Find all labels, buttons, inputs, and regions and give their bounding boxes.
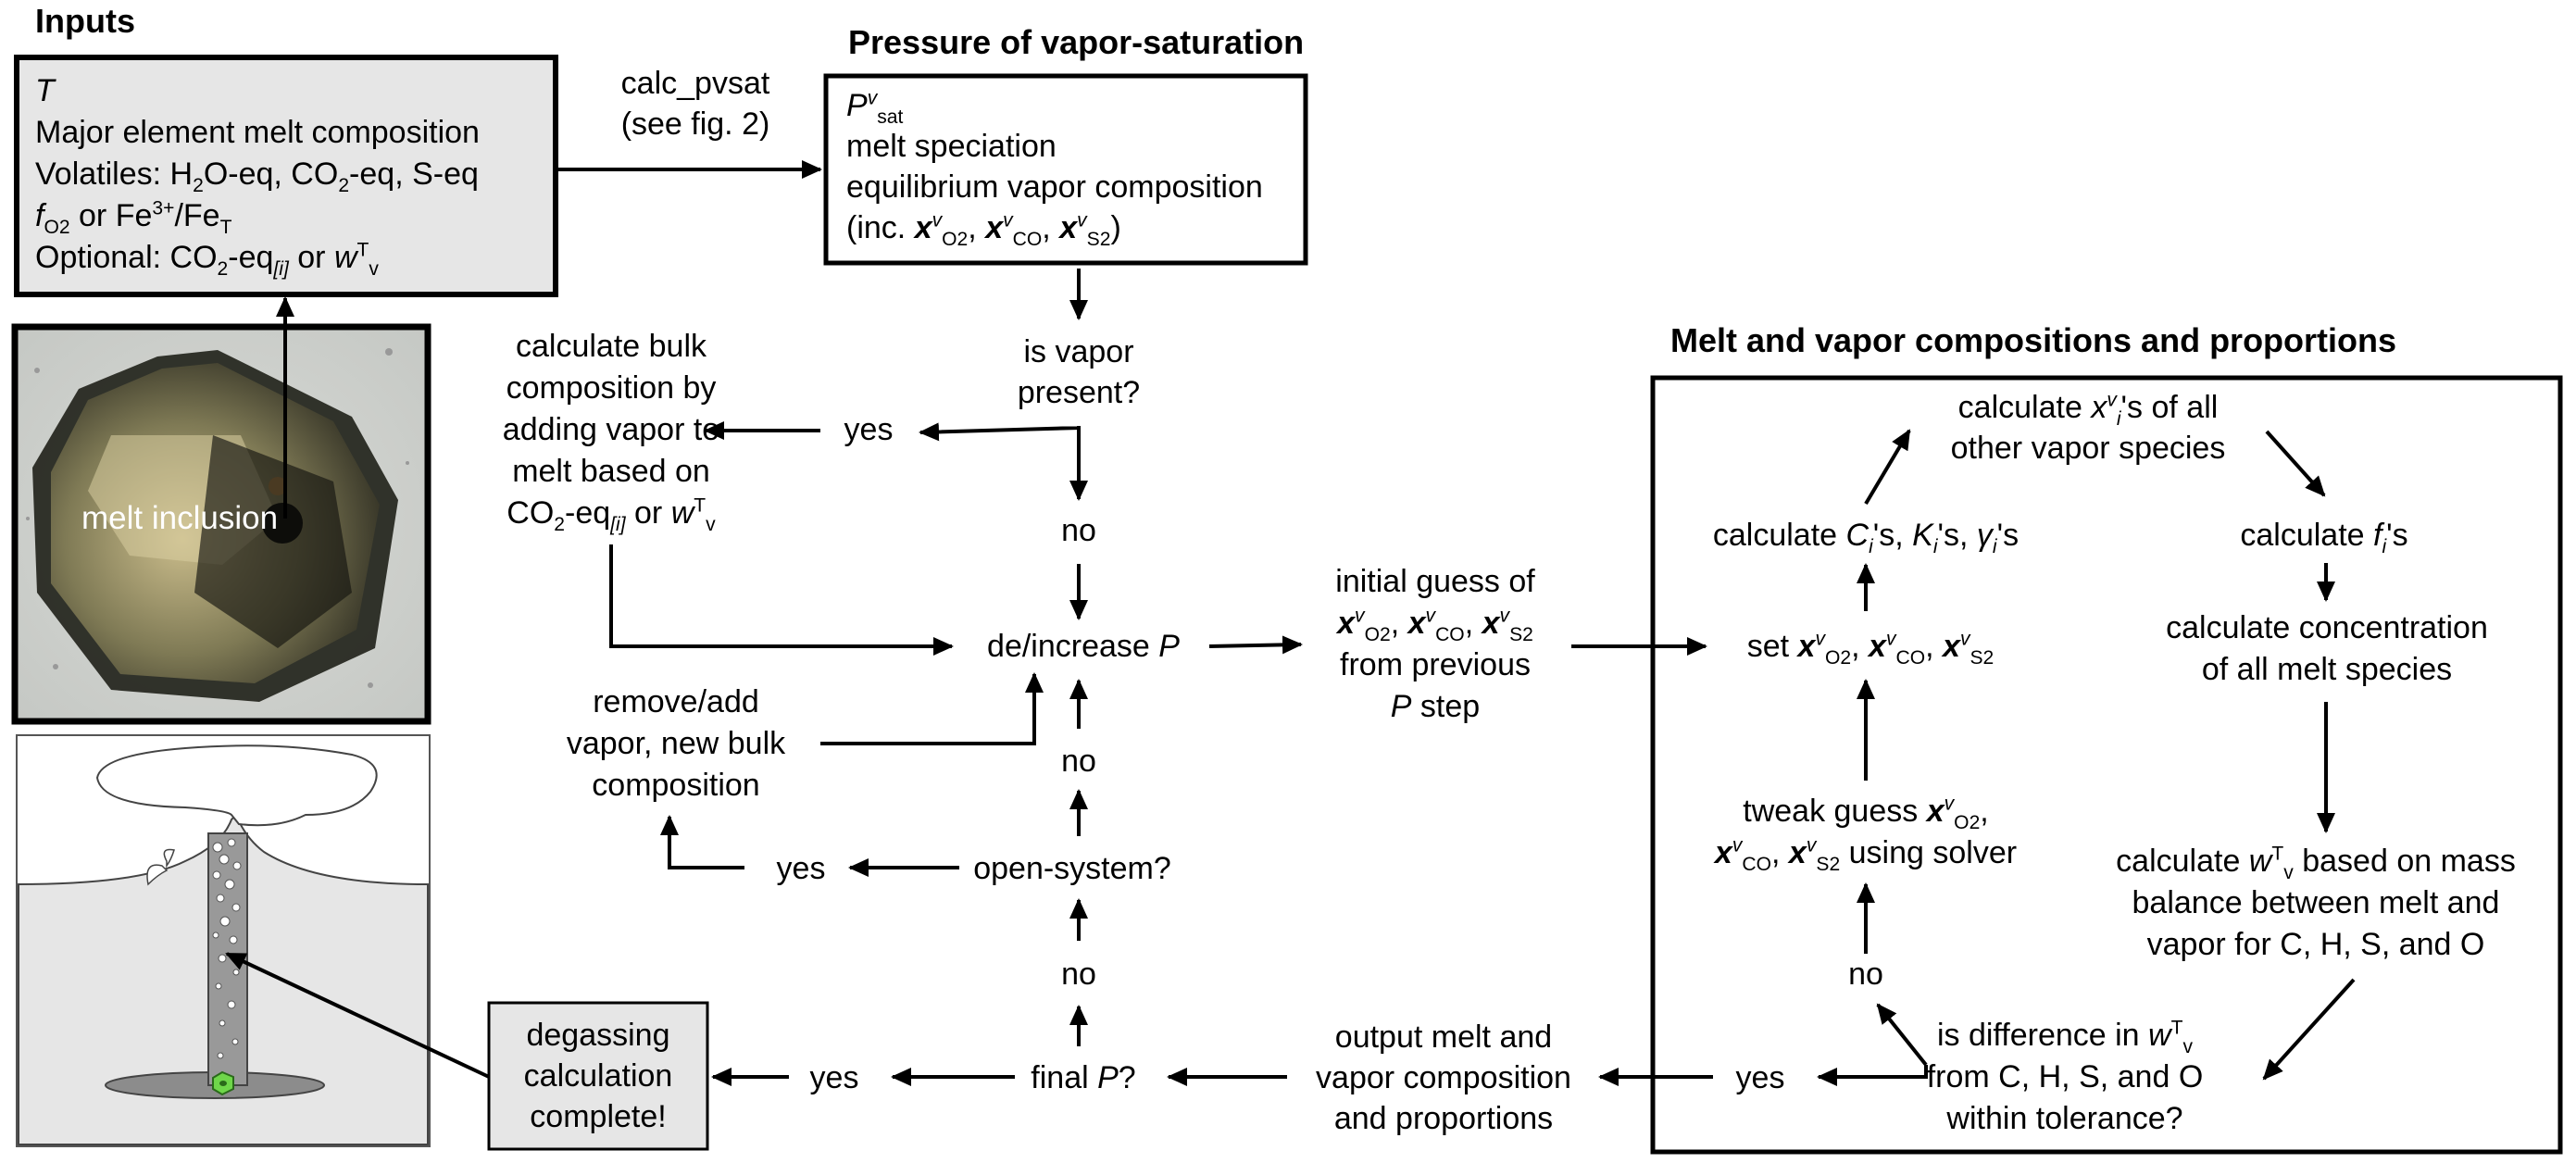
arrow-removeadd-to-deincrease — [820, 672, 1044, 745]
degassing-complete: degassing calculation complete! — [523, 1018, 673, 1134]
input-volatiles: Volatiles: H2O-eq, CO2-eq, S-eq — [35, 156, 479, 196]
input-fo2: fO2 or Fe3+/FeT — [35, 197, 232, 238]
yes-vapor: yes — [844, 412, 894, 447]
degassing-box — [487, 1001, 709, 1151]
pvsat-P: Pvsat — [846, 87, 904, 128]
no-open-system: no — [1061, 744, 1096, 779]
calc-pvsat-label: calc_pvsat (see fig. 2) — [620, 66, 770, 142]
arrow-yes-to-removeadd — [660, 815, 744, 869]
pvsat-box-text: Pvsat melt speciation equilibrium vapor … — [846, 85, 1263, 250]
arrow-isvapor-to-yes — [919, 422, 1081, 442]
no-vapor: no — [1061, 513, 1096, 548]
arrow-deincrease-to-initialguess — [1208, 635, 1303, 655]
pvsat-speciation: melt speciation — [846, 129, 1057, 164]
calc-fi: calculate fi's — [2240, 518, 2408, 557]
arrow-photo-to-volcano — [225, 952, 490, 1079]
arrow-isdiff-to-no4 — [1876, 1003, 1928, 1067]
no-final-p: no — [1061, 957, 1096, 992]
set-x: set xvO2, xvCO, xvS2 — [1746, 628, 1995, 669]
arrow-calcCi-to-calcxvi — [1864, 429, 1911, 506]
pvsat-vapor-comp: equilibrium vapor composition — [846, 169, 1263, 205]
heading-pvsat: Pressure of vapor-saturation — [848, 23, 1305, 61]
input-major-elements: Major element melt composition — [35, 115, 480, 150]
melt-inclusion-photo — [11, 323, 431, 725]
yes-final-p: yes — [809, 1060, 859, 1095]
photo-label: melt inclusion — [81, 500, 279, 536]
remove-add-vapor: remove/add vapor, new bulk composition — [566, 684, 786, 803]
is-vapor-present: is vapor present? — [1017, 334, 1141, 410]
no-tolerance: no — [1848, 957, 1883, 992]
yes-tolerance: yes — [1735, 1060, 1785, 1095]
output-melt-vapor: output melt and vapor composition and pr… — [1316, 1019, 1571, 1136]
calc-Ci: calculate Ci's, Ki's, γi's — [1712, 518, 2020, 557]
calc-bulk-composition: calculate bulk composition by adding vap… — [502, 329, 720, 535]
heading-melt-vapor: Melt and vapor compositions and proporti… — [1670, 321, 2397, 359]
volcano-sketch — [16, 734, 431, 1147]
calc-xvi: calculate xvi's of all other vapor speci… — [1950, 389, 2226, 466]
inputs-box-text: T Major element melt composition Volatil… — [35, 70, 480, 279]
final-P: final P? — [1031, 1060, 1136, 1095]
pvsat-inc: (inc. xvO2, xvCO, xvS2) — [846, 209, 1121, 250]
initial-guess: initial guess of xvO2, xvCO, xvS2 from p… — [1335, 564, 1535, 724]
calc-wT: calculate wTv based on mass balance betw… — [2116, 843, 2516, 962]
tweak-guess: tweak guess xvO2, xvCO, xvS2 using solve… — [1714, 793, 2018, 875]
heading-inputs: Inputs — [35, 2, 135, 40]
input-temperature: T — [35, 73, 55, 108]
calc-concentration: calculate concentration of all melt spec… — [2166, 610, 2488, 687]
yes-open-system: yes — [776, 851, 826, 886]
inputs-box — [14, 55, 558, 297]
arrow-isdiff-to-yes4 — [1817, 1065, 1928, 1086]
arrow-bulk-to-deincrease — [609, 544, 954, 656]
is-difference: is difference in wTv from C, H, S, and O… — [1926, 1017, 2204, 1136]
open-system: open-system? — [973, 851, 1171, 886]
deincrease-P: de/increase P — [987, 629, 1180, 664]
input-optional: Optional: CO2-eq[i] or wTv — [35, 239, 379, 280]
pvsat-box — [823, 73, 1308, 266]
melt-vapor-box — [1650, 375, 2563, 1155]
arrow-calcxvi-to-calcfi — [2265, 430, 2326, 497]
arrow-calcwT-to-isdiff — [2262, 978, 2356, 1081]
